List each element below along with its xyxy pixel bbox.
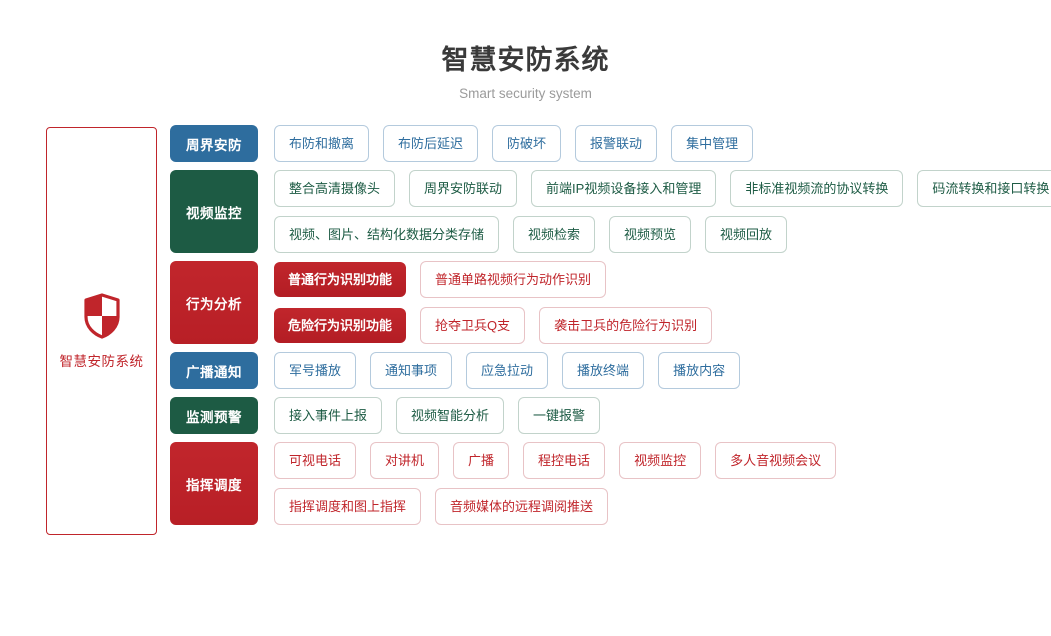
category-label-广播通知[interactable]: 广播通知 <box>170 352 258 389</box>
category-items-group: 可视电话对讲机广播程控电话视频监控多人音视频会议指挥调度和图上指挥音频媒体的远程… <box>274 442 1050 525</box>
feature-item[interactable]: 视频监控 <box>619 442 702 479</box>
category-subrow: 普通行为识别功能普通单路视频行为动作识别 <box>274 261 1050 298</box>
feature-item[interactable]: 视频检索 <box>513 216 596 253</box>
category-items-group: 普通行为识别功能普通单路视频行为动作识别危险行为识别功能抢夺卫兵Q支袭击卫兵的危… <box>274 261 1050 344</box>
feature-item[interactable]: 非标准视频流的协议转换 <box>730 170 904 207</box>
category-row: 监测预警接入事件上报视频智能分析一键报警 <box>170 397 1050 434</box>
category-items-group: 整合高清摄像头周界安防联动前端IP视频设备接入和管理非标准视频流的协议转换码流转… <box>274 170 1051 253</box>
category-row: 周界安防布防和撤离布防后延迟防破坏报警联动集中管理 <box>170 125 1050 162</box>
feature-item[interactable]: 视频、图片、结构化数据分类存储 <box>274 216 500 253</box>
sub-category-label[interactable]: 普通行为识别功能 <box>274 262 407 297</box>
feature-item[interactable]: 一键报警 <box>518 397 601 434</box>
feature-item[interactable]: 码流转换和接口转换 <box>917 170 1051 207</box>
sidebar-brand-panel: 智慧安防系统 <box>46 127 157 535</box>
feature-item[interactable]: 应急拉动 <box>466 352 549 389</box>
feature-item[interactable]: 播放终端 <box>562 352 645 389</box>
category-subrow: 可视电话对讲机广播程控电话视频监控多人音视频会议 <box>274 442 1050 479</box>
feature-item[interactable]: 袭击卫兵的危险行为识别 <box>539 307 713 344</box>
feature-item[interactable]: 报警联动 <box>575 125 658 162</box>
feature-item[interactable]: 布防后延迟 <box>383 125 479 162</box>
sub-category-label[interactable]: 危险行为识别功能 <box>274 308 407 343</box>
feature-item[interactable]: 音频媒体的远程调阅推送 <box>435 488 609 525</box>
feature-item[interactable]: 广播 <box>453 442 510 479</box>
page-title: 智慧安防系统 <box>441 45 610 75</box>
category-subrow: 布防和撤离布防后延迟防破坏报警联动集中管理 <box>274 125 1050 162</box>
feature-item[interactable]: 可视电话 <box>274 442 357 479</box>
feature-item[interactable]: 集中管理 <box>671 125 754 162</box>
category-rows: 周界安防布防和撤离布防后延迟防破坏报警联动集中管理视频监控整合高清摄像头周界安防… <box>170 125 1051 533</box>
category-items-group: 军号播放通知事项应急拉动播放终端播放内容 <box>274 352 1050 389</box>
feature-item[interactable]: 多人音视频会议 <box>715 442 837 479</box>
category-items-group: 接入事件上报视频智能分析一键报警 <box>274 397 1050 434</box>
category-items-group: 布防和撤离布防后延迟防破坏报警联动集中管理 <box>274 125 1050 162</box>
feature-item[interactable]: 播放内容 <box>658 352 741 389</box>
category-label-指挥调度[interactable]: 指挥调度 <box>170 442 258 525</box>
feature-item[interactable]: 视频智能分析 <box>396 397 505 434</box>
feature-item[interactable]: 程控电话 <box>523 442 606 479</box>
category-label-周界安防[interactable]: 周界安防 <box>170 125 258 162</box>
page-subtitle: Smart security system <box>459 86 592 101</box>
category-subrow: 危险行为识别功能抢夺卫兵Q支袭击卫兵的危险行为识别 <box>274 307 1050 344</box>
feature-item[interactable]: 通知事项 <box>370 352 453 389</box>
category-subrow: 视频、图片、结构化数据分类存储视频检索视频预览视频回放 <box>274 216 1051 253</box>
category-subrow: 军号播放通知事项应急拉动播放终端播放内容 <box>274 352 1050 389</box>
feature-item[interactable]: 对讲机 <box>370 442 440 479</box>
shield-icon <box>82 292 122 344</box>
feature-item[interactable]: 接入事件上报 <box>274 397 383 434</box>
feature-item[interactable]: 抢夺卫兵Q支 <box>420 307 526 344</box>
feature-item[interactable]: 视频回放 <box>705 216 788 253</box>
feature-item[interactable]: 布防和撤离 <box>274 125 370 162</box>
category-row: 广播通知军号播放通知事项应急拉动播放终端播放内容 <box>170 352 1050 389</box>
category-row: 视频监控整合高清摄像头周界安防联动前端IP视频设备接入和管理非标准视频流的协议转… <box>170 170 1051 253</box>
feature-item[interactable]: 视频预览 <box>609 216 692 253</box>
category-row: 指挥调度可视电话对讲机广播程控电话视频监控多人音视频会议指挥调度和图上指挥音频媒… <box>170 442 1050 525</box>
feature-item[interactable]: 防破坏 <box>492 125 562 162</box>
category-row: 行为分析普通行为识别功能普通单路视频行为动作识别危险行为识别功能抢夺卫兵Q支袭击… <box>170 261 1050 344</box>
sidebar-brand-title: 智慧安防系统 <box>59 353 144 369</box>
feature-item[interactable]: 指挥调度和图上指挥 <box>274 488 422 525</box>
feature-item[interactable]: 军号播放 <box>274 352 357 389</box>
page-header: 智慧安防系统 Smart security system <box>0 0 1051 101</box>
category-label-监测预警[interactable]: 监测预警 <box>170 397 258 434</box>
category-subrow: 整合高清摄像头周界安防联动前端IP视频设备接入和管理非标准视频流的协议转换码流转… <box>274 170 1051 207</box>
category-subrow: 指挥调度和图上指挥音频媒体的远程调阅推送 <box>274 488 1050 525</box>
feature-item[interactable]: 周界安防联动 <box>409 170 518 207</box>
category-subrow: 接入事件上报视频智能分析一键报警 <box>274 397 1050 434</box>
category-label-视频监控[interactable]: 视频监控 <box>170 170 258 253</box>
feature-item[interactable]: 前端IP视频设备接入和管理 <box>531 170 717 207</box>
feature-item[interactable]: 整合高清摄像头 <box>274 170 396 207</box>
category-label-行为分析[interactable]: 行为分析 <box>170 261 258 344</box>
feature-item[interactable]: 普通单路视频行为动作识别 <box>420 261 607 298</box>
